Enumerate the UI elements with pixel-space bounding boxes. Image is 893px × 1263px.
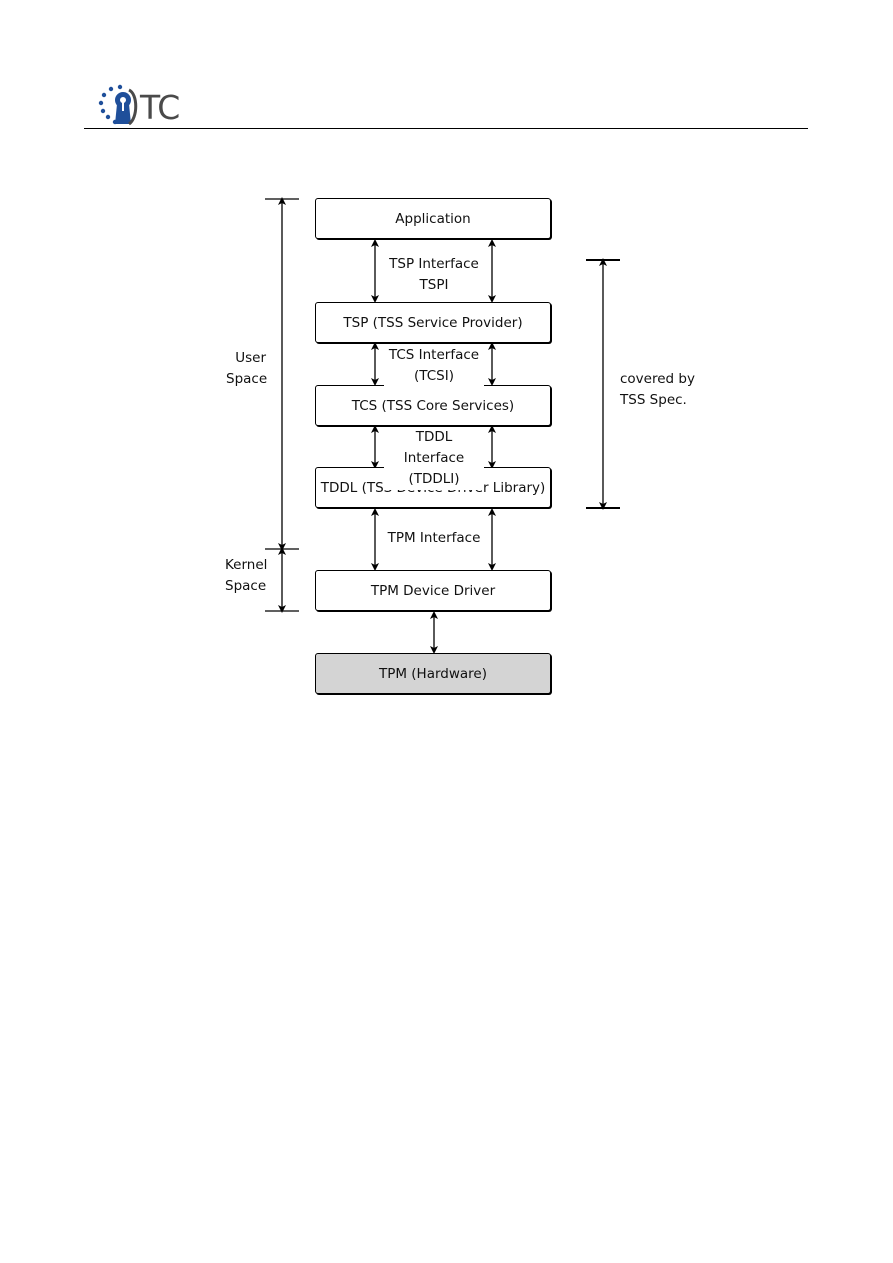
- label-tcs-interface-line2: (TCSI): [414, 368, 454, 384]
- label-tsp-interface-line2: TSPI: [419, 277, 449, 293]
- label-user-space-line1: User: [235, 350, 266, 366]
- box-application: Application: [315, 198, 551, 239]
- label-covered-by-tss-spec: covered by TSS Spec.: [620, 369, 695, 411]
- box-tpm-hardware: TPM (Hardware): [315, 653, 551, 694]
- label-tcs-interface: TCS Interface (TCSI): [384, 345, 484, 387]
- label-tddl-interface-line2: (TDDLI): [408, 471, 460, 487]
- label-kernel-space-line1: Kernel: [225, 557, 268, 573]
- label-covered-line2: TSS Spec.: [620, 392, 687, 408]
- label-tsp-interface-line1: TSP Interface: [389, 256, 479, 272]
- label-user-space-line2: Space: [226, 371, 268, 387]
- label-kernel-space: Kernel Space: [225, 555, 267, 597]
- label-tsp-interface: TSP Interface TSPI: [384, 254, 484, 296]
- box-tsp: TSP (TSS Service Provider): [315, 302, 551, 343]
- label-tpm-interface: TPM Interface: [384, 528, 484, 549]
- label-tddl-interface: TDDL Interface (TDDLI): [384, 427, 484, 490]
- logo-text: TC: [140, 88, 180, 127]
- header-rule: [84, 128, 808, 129]
- box-tcs: TCS (TSS Core Services): [315, 385, 551, 426]
- label-user-space: User Space: [226, 348, 268, 390]
- label-kernel-space-line2: Space: [225, 578, 267, 594]
- label-tcs-interface-line1: TCS Interface: [388, 347, 480, 363]
- label-tddl-interface-line1: TDDL Interface: [403, 429, 465, 466]
- box-tpm-device-driver: TPM Device Driver: [315, 570, 551, 611]
- itc-logo: TC: [96, 84, 196, 128]
- logo-emblem-icon: [98, 84, 138, 126]
- label-covered-line1: covered by: [620, 371, 695, 387]
